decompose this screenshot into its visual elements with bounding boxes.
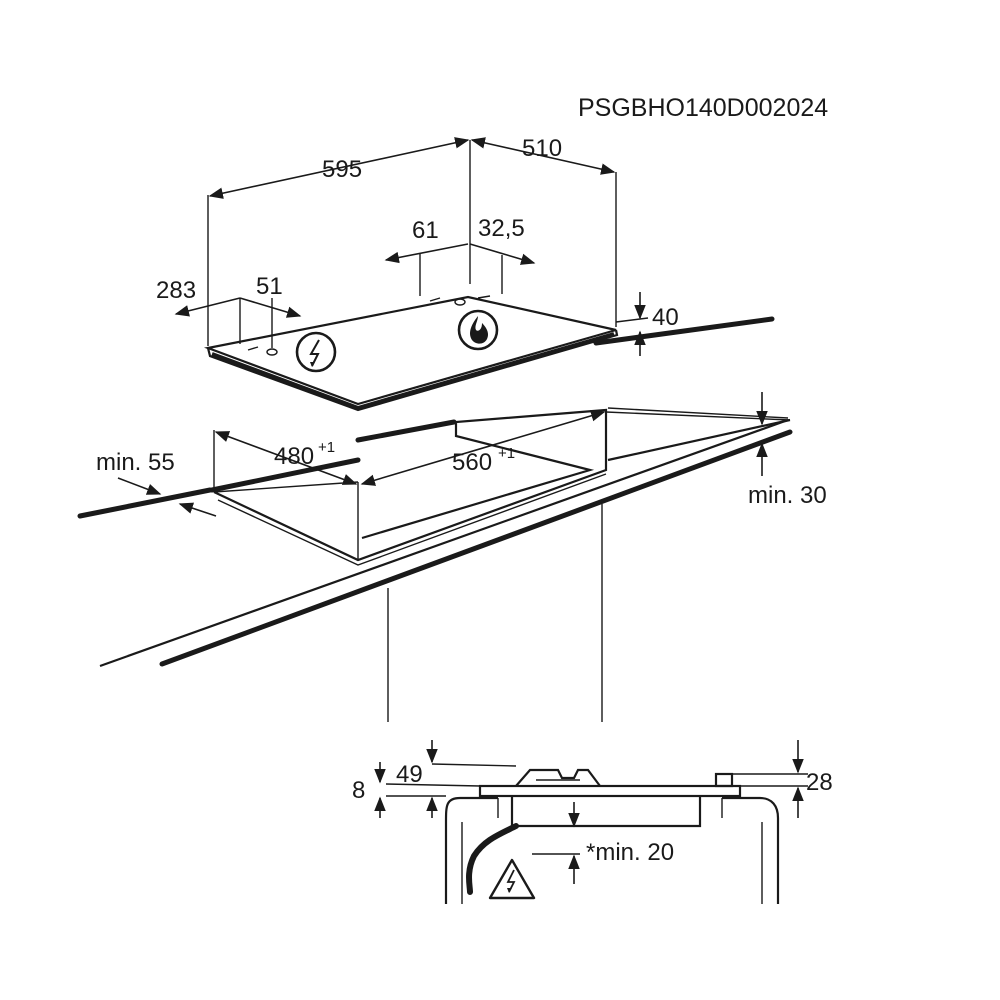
countertop-edge-left bbox=[77, 487, 213, 519]
dim-height-label: 40 bbox=[652, 304, 679, 331]
control-knob bbox=[714, 772, 734, 788]
dim-cut-width-tol: +1 bbox=[498, 445, 515, 462]
dim-min-thickness-label: min. 30 bbox=[748, 482, 827, 509]
dim-49-label: 49 bbox=[396, 761, 423, 788]
hob-thick-edge bbox=[211, 332, 615, 411]
dim-32-5-label: 32,5 bbox=[478, 215, 525, 242]
dim-51-label: 51 bbox=[256, 273, 283, 300]
dim-depth-label: 510 bbox=[522, 135, 562, 162]
dim-cut-width-label: 560 bbox=[452, 449, 492, 476]
hob-top-view: 595 510 61 32,5 283 51 40 bbox=[156, 135, 775, 412]
dim-28-label: 28 bbox=[806, 769, 833, 796]
hob-body bbox=[510, 796, 702, 828]
dim-cut-depth-tol: +1 bbox=[318, 439, 335, 456]
dim-283-label: 283 bbox=[156, 277, 196, 304]
dim-min-front-label: min. 55 bbox=[96, 449, 175, 476]
hob-plate bbox=[478, 784, 742, 798]
burner-profile bbox=[515, 768, 601, 787]
countertop-cutout: 480 +1 560 +1 min. 55 min. 30 bbox=[77, 392, 827, 722]
gas-flame-icon bbox=[457, 309, 499, 351]
countertop-back-edge-right bbox=[593, 316, 775, 346]
dim-cut-depth-label: 480 bbox=[274, 443, 314, 470]
side-section-view: 8 49 28 *min. 20 bbox=[352, 740, 833, 904]
gas-connector-point bbox=[454, 298, 466, 306]
figure-code: PSGBHO140D002024 bbox=[578, 94, 828, 122]
dim-width-label: 595 bbox=[322, 156, 362, 183]
electric-connector-point bbox=[266, 348, 278, 356]
electric-warning-triangle-icon bbox=[488, 858, 536, 900]
electric-hazard-icon bbox=[295, 331, 337, 373]
countertop-front-thick bbox=[159, 429, 793, 667]
power-cable bbox=[466, 823, 519, 895]
countertop-front-line bbox=[99, 418, 789, 668]
dim-61-label: 61 bbox=[412, 217, 439, 244]
dim-min-below-label: *min. 20 bbox=[586, 839, 674, 866]
dim-8-label: 8 bbox=[352, 777, 365, 804]
